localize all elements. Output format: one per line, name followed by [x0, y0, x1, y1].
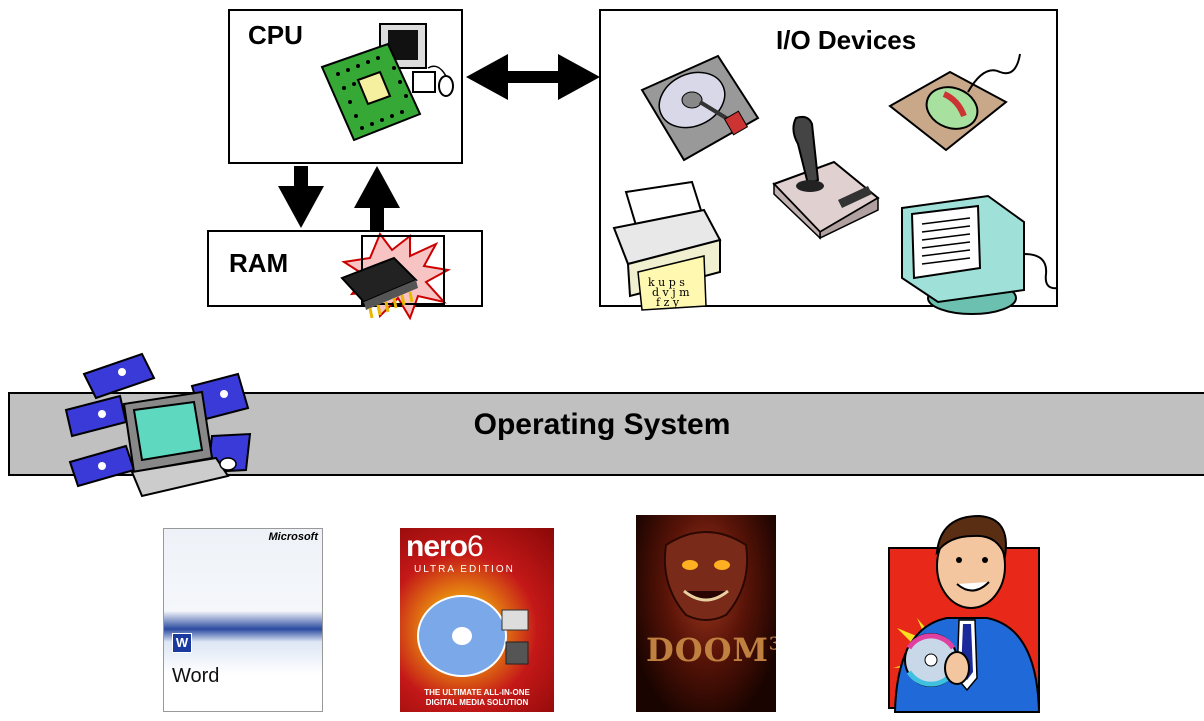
word-box-image: Microsoft W Word: [163, 528, 323, 712]
ram-chip-icon: [340, 232, 452, 321]
cpu-chip-icon: [320, 23, 454, 142]
doom-demon-icon: [663, 531, 749, 621]
word-logo-icon: W: [172, 633, 192, 653]
mouse-icon: [888, 53, 1021, 152]
cpu-label: CPU: [248, 20, 303, 50]
arrow-cpu-io: [466, 54, 600, 100]
joystick-icon: [772, 115, 880, 240]
nero-tagline-2: DIGITAL MEDIA SOLUTION: [425, 698, 529, 707]
computer-floppies-icon: [64, 352, 252, 498]
arrow-ram-to-cpu: [354, 166, 400, 230]
user-with-cd-icon: [888, 514, 1041, 713]
hard-disk-icon: [640, 54, 760, 162]
nero-logo: nero: [406, 530, 468, 563]
doom-version: 3: [769, 633, 776, 654]
svg-text:d v j m: d v j m: [652, 286, 690, 299]
doom-title: DOOM: [646, 631, 769, 669]
doom-box-image: DOOM3: [636, 515, 776, 712]
arrow-cpu-to-ram: [278, 166, 324, 228]
printer-icon: k u p sd v j mf z y: [612, 180, 722, 311]
nero-edition: ULTRA EDITION: [414, 564, 515, 575]
svg-text:k u p s: k u p s: [648, 276, 685, 289]
nero-tagline-1: THE ULTIMATE ALL-IN-ONE: [424, 688, 530, 697]
word-name: Word: [172, 665, 220, 687]
svg-text:f z y: f z y: [656, 296, 680, 309]
io-devices-label: I/O Devices: [776, 25, 917, 55]
nero-box-image: nero6 ULTRA EDITION THE ULTIMATE ALL-IN-…: [400, 528, 554, 712]
monitor-icon: [901, 194, 1059, 315]
ram-label: RAM: [229, 248, 289, 278]
nero-version: 6: [467, 530, 484, 563]
operating-system-label: Operating System: [473, 408, 731, 441]
word-brand: Microsoft: [268, 531, 319, 543]
nero-disc-icon: [417, 595, 529, 677]
